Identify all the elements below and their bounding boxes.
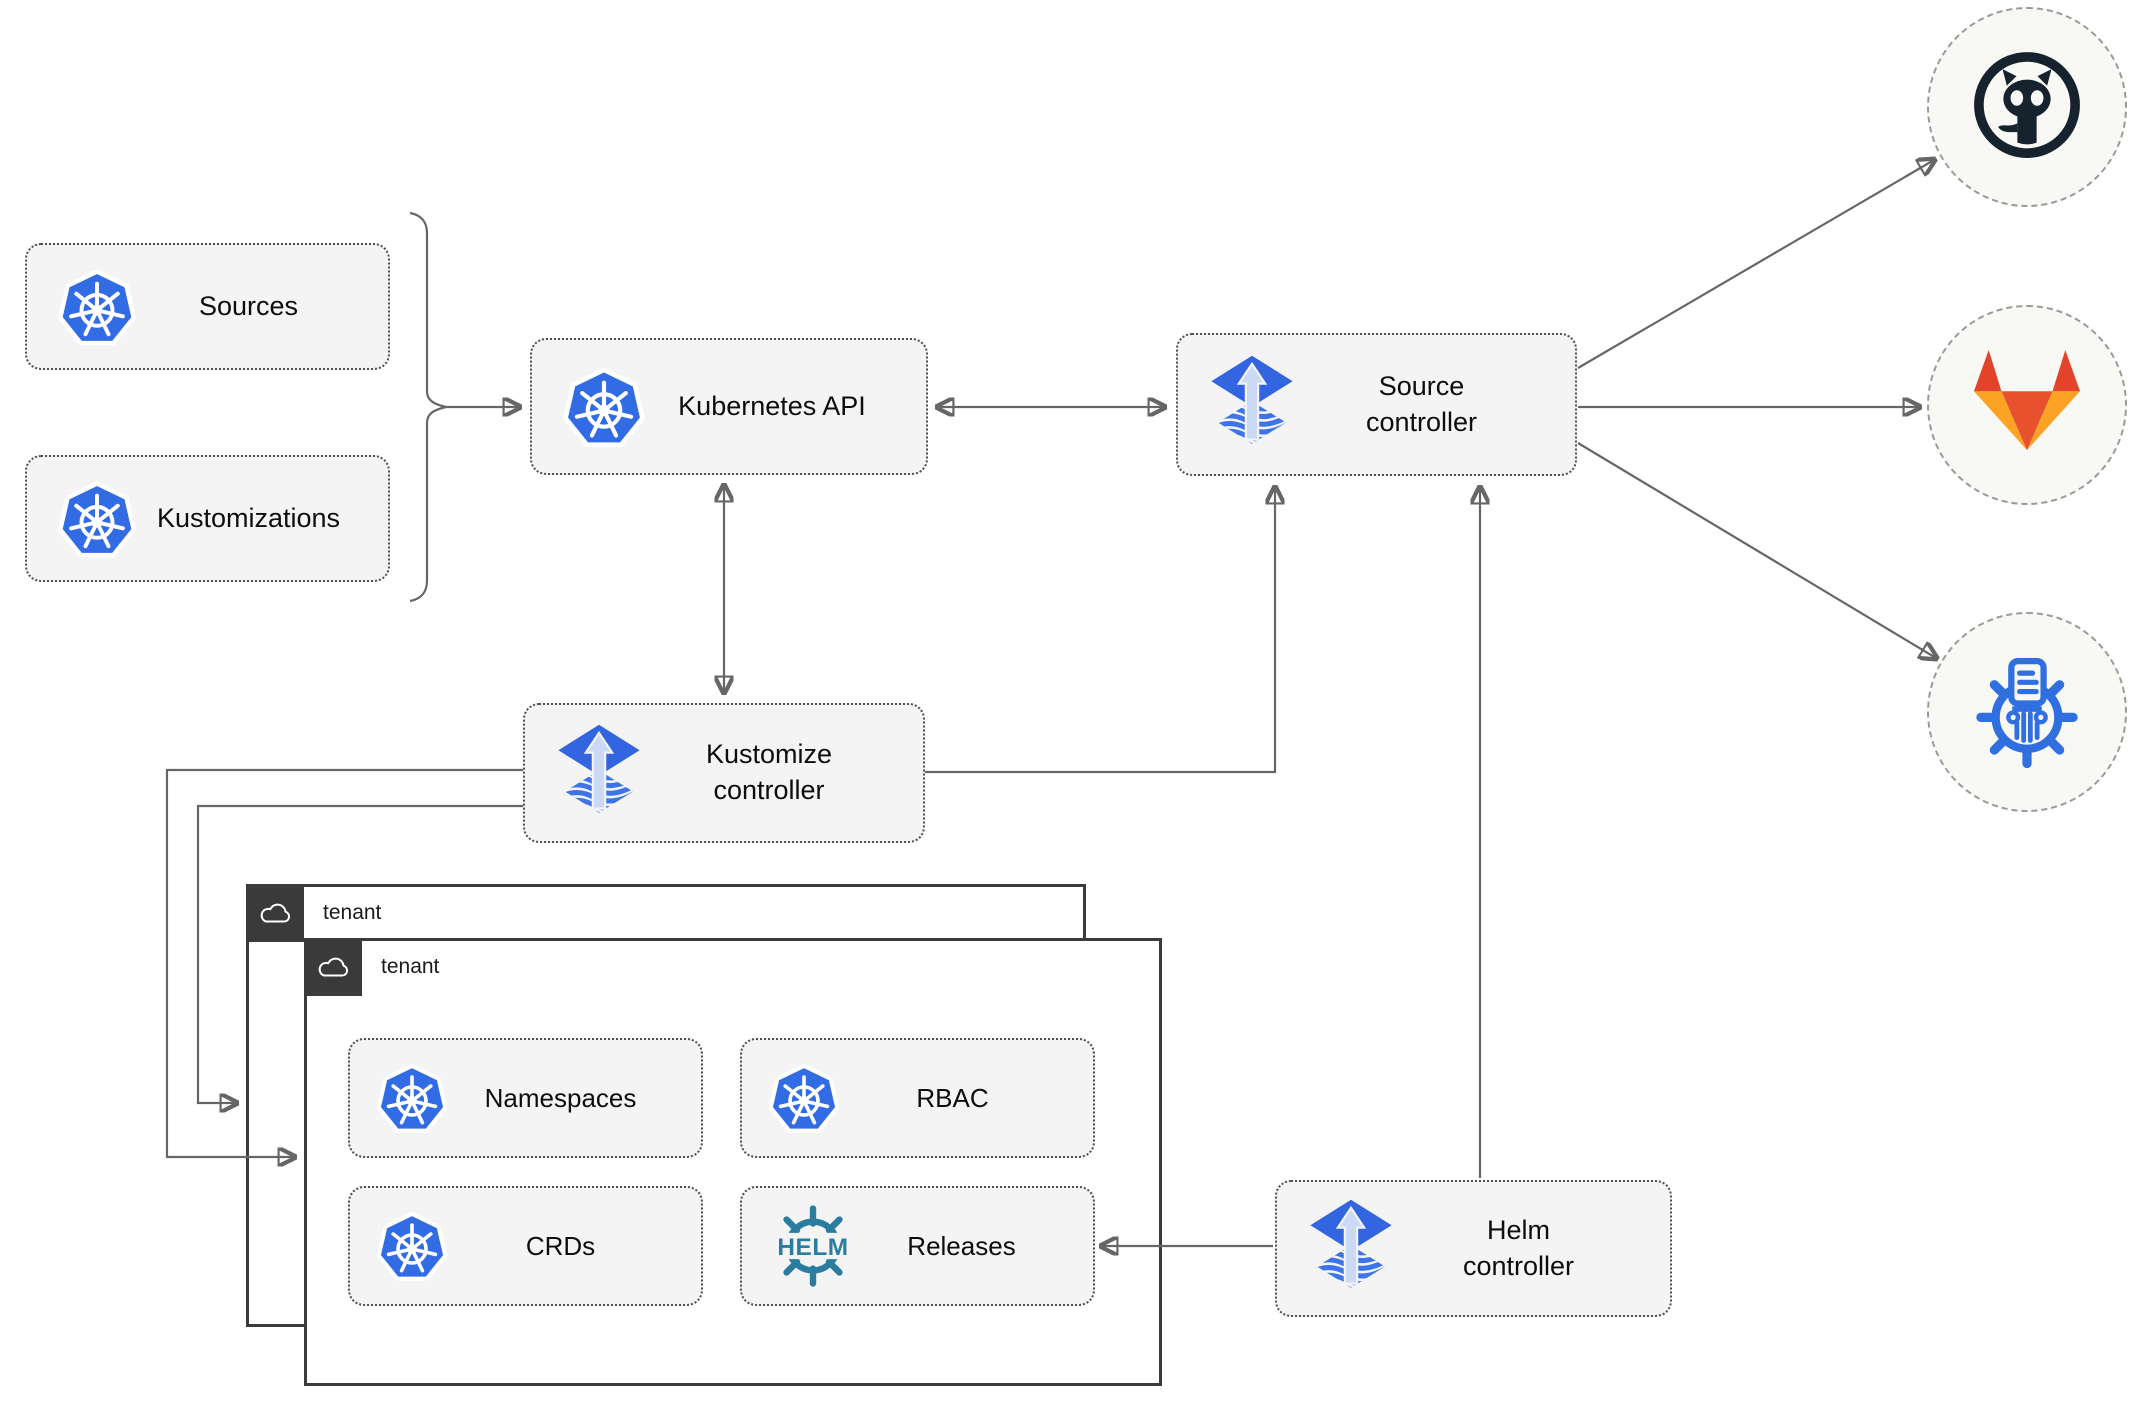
remote-gitlab [1927,305,2127,505]
node-crds: CRDs [348,1186,703,1306]
remote-github [1927,7,2127,207]
kubernetes-icon [768,1060,840,1136]
node-sources-label: Sources [198,290,299,321]
node-helm-controller-label: Helm controller [1462,1214,1575,1281]
node-sources: Sources [25,243,390,370]
node-rbac: RBAC [740,1038,1095,1158]
tenant-back-label: tenant [323,901,382,924]
node-namespaces-label: Namespaces [484,1082,637,1113]
node-releases-label: Releases [907,1230,1016,1261]
helm-icon [768,1201,858,1291]
flux-icon [1307,1198,1395,1299]
node-rbac-label: RBAC [916,1082,989,1113]
node-source-controller-label: Source controller [1365,370,1478,437]
brace-sources-kustomizations [409,211,447,603]
cloud-icon [246,884,304,942]
kubernetes-icon [562,363,646,451]
kubernetes-icon [57,265,137,349]
github-icon [1971,49,2083,166]
node-kubernetes-api-label: Kubernetes API [678,390,866,421]
gitlab-icon [1964,348,2090,463]
node-crds-label: CRDs [525,1230,596,1261]
flux-icon [1208,354,1296,455]
cloud-icon [304,938,362,996]
arrow-source-controller-to-github [1577,160,1934,369]
arrow-kustomize-to-source-controller [925,488,1275,774]
node-kustomizations: Kustomizations [25,455,390,582]
arrow-source-controller-to-helm-repository [1577,442,1936,658]
node-kustomize-controller: Kustomize controller [523,703,925,843]
tenant-front-label: tenant [381,955,440,978]
node-releases: Releases [740,1186,1095,1306]
tenant-container-front: tenant Namespaces RBAC CRDs Releases [304,938,1162,1386]
kubernetes-icon [376,1208,448,1284]
node-namespaces: Namespaces [348,1038,703,1158]
chartmuseum-icon [1968,651,2086,774]
kubernetes-icon [57,477,137,561]
remote-helm-repository [1927,612,2127,812]
node-kustomizations-label: Kustomizations [156,502,341,533]
node-helm-controller: Helm controller [1275,1180,1672,1317]
node-source-controller: Source controller [1176,333,1577,476]
kubernetes-icon [376,1060,448,1136]
node-kubernetes-api: Kubernetes API [530,338,928,475]
node-kustomize-controller-label: Kustomize controller [705,739,833,805]
flux-icon [555,723,643,824]
